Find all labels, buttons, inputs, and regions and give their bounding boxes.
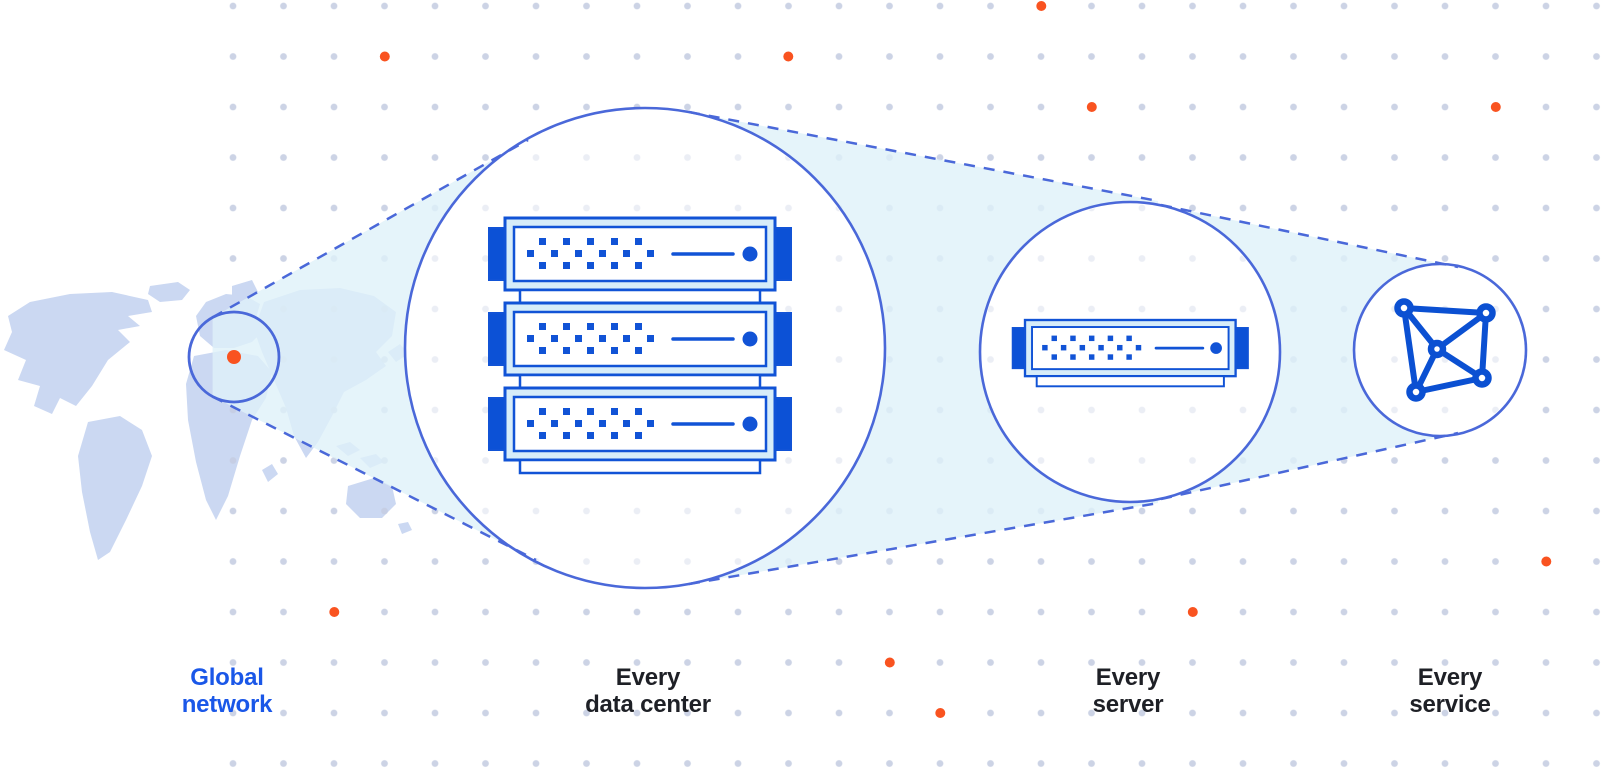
- label-global-network: Global network: [181, 664, 273, 718]
- server-unit-3: [487, 386, 793, 462]
- server-stack-icon: [487, 216, 793, 475]
- zoom-dashed-lines: [211, 110, 1459, 586]
- accent-dot: [1490, 102, 1501, 112]
- single-server-icon: [1011, 318, 1250, 388]
- accent-dot: [884, 657, 895, 668]
- map-marker-dot: [227, 350, 241, 364]
- dashed-tangent-line: [212, 395, 537, 562]
- map-south-america: [78, 416, 152, 560]
- map-north-america: [4, 292, 152, 414]
- accent-dot: [379, 51, 390, 62]
- accent-dot: [1086, 102, 1097, 112]
- label-every-data-center: Every data center: [585, 664, 711, 718]
- server-unit-2: [487, 301, 793, 377]
- accent-dot: [1541, 556, 1552, 567]
- accent-dot: [1036, 1, 1047, 11]
- accent-dot: [1187, 607, 1198, 617]
- accent-dot: [935, 708, 946, 718]
- map-greenland: [148, 282, 190, 302]
- server-unit-1: [487, 216, 793, 292]
- label-every-service: Every service: [1409, 664, 1491, 718]
- accent-dot: [783, 51, 794, 62]
- accent-dot: [329, 607, 340, 617]
- dashed-tangent-line: [1160, 431, 1459, 501]
- dashed-tangent-line: [1160, 203, 1459, 269]
- dashed-tangent-line: [211, 138, 529, 319]
- network-mesh-icon: [1394, 298, 1496, 402]
- accent-dots: [329, 1, 1552, 718]
- mesh-nodes: [1394, 298, 1496, 402]
- label-every-server: Every server: [1092, 664, 1164, 718]
- map-highlight-circle: [187, 310, 281, 404]
